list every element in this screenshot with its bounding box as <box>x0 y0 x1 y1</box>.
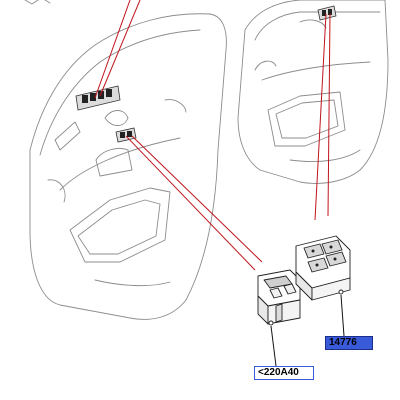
quad-window-switch-part <box>295 235 351 301</box>
rear-door-trim-panel <box>237 0 389 184</box>
single-window-switch-part <box>257 269 301 326</box>
upper-left-fragment <box>24 0 51 5</box>
front-door-trim-panel <box>29 13 227 320</box>
callout-leaders <box>270 294 345 367</box>
part-number-14776-label[interactable]: 14776 <box>325 336 373 350</box>
front-door-single-switch <box>115 127 137 143</box>
part-number-220a40-label[interactable]: <220A40 <box>254 366 314 380</box>
rear-door-switch-on-panel <box>317 5 337 21</box>
leader-lines <box>94 0 331 271</box>
front-door-switch-pack <box>75 85 121 111</box>
